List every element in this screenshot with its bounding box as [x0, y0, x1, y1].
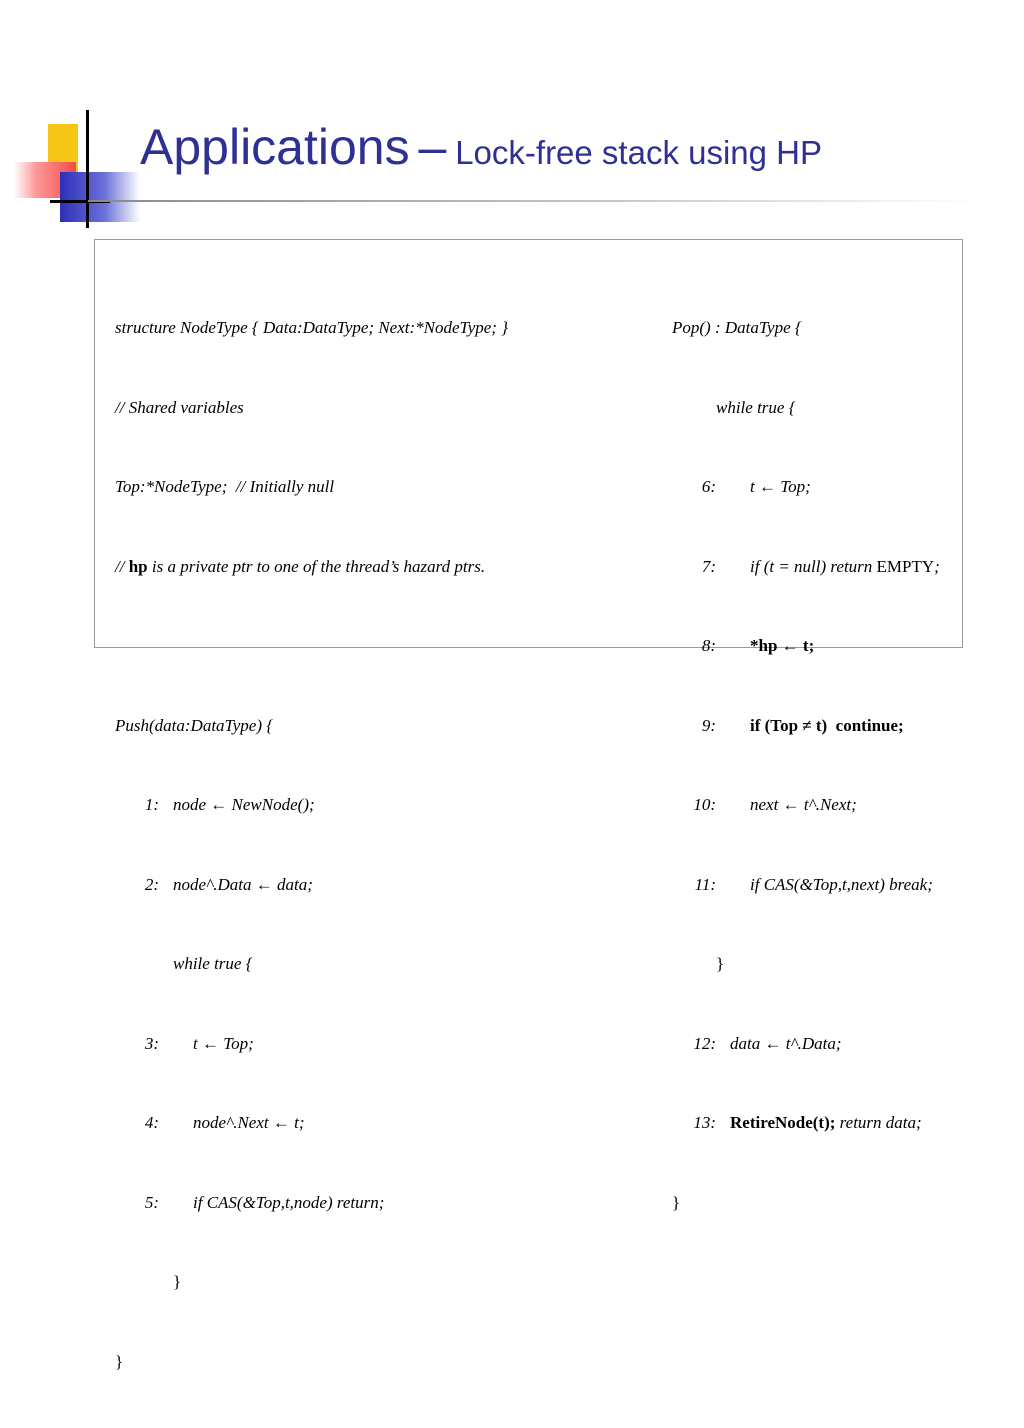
code-line-10: 10: next ← t^.Next;	[672, 792, 940, 819]
line-code-bold: RetireNode(t);	[730, 1113, 836, 1132]
code-line-13: 13: RetireNode(t); return data;	[672, 1110, 940, 1137]
code-line-push-close: }	[115, 1351, 124, 1371]
line-number: 13:	[693, 1113, 716, 1132]
decor-vertical-line	[86, 110, 89, 228]
code-line-7: 7: if (t = null) return EMPTY;	[672, 554, 940, 581]
code-line-pop-while-close: }	[716, 954, 725, 973]
code-line-shared-comment: // Shared variables	[115, 397, 244, 417]
code-line-top-decl: Top:*NodeType; // Initially null	[115, 477, 335, 496]
line-number: 12:	[693, 1033, 716, 1053]
left-code-column: structure NodeType { Data:DataType; Next…	[115, 262, 508, 1428]
right-code-column: Pop() : DataType { while true { 6: t ← To…	[672, 262, 940, 1269]
title-underline-rule	[88, 200, 978, 202]
slide-title-sub: Lock-free stack using HP	[455, 134, 823, 171]
code-line-while: while true {	[115, 951, 508, 978]
blank-line	[115, 633, 508, 660]
line-code: if CAS(&Top,t,next) break;	[750, 874, 933, 894]
line-code: next ← t^.Next;	[750, 795, 857, 814]
line-code: }	[173, 1272, 182, 1291]
hp-rest: is a private ptr to one of the thread’s …	[147, 556, 486, 576]
decor-blue-bar	[60, 172, 140, 222]
code-line-pop-close: }	[672, 1192, 681, 1212]
line-number: 11:	[694, 874, 716, 894]
code-line-struct: structure NodeType { Data:DataType; Next…	[115, 318, 509, 337]
empty-keyword: EMPTY	[876, 556, 935, 576]
code-line-4: 4: node^.Next ← t;	[115, 1110, 508, 1137]
code-line-2: 2: node^.Data ← data;	[115, 872, 508, 899]
code-line-3: 3: t ← Top;	[115, 1031, 508, 1058]
line-code: return data;	[835, 1113, 922, 1132]
code-line-12: 12: data ← t^.Data;	[672, 1031, 940, 1058]
line-number: 9:	[701, 715, 716, 735]
code-listing-box: structure NodeType { Data:DataType; Next…	[94, 239, 963, 1371]
code-line-1: 1: node ← NewNode();	[115, 792, 508, 819]
line-code: data ← t^.Data;	[730, 1033, 842, 1053]
slide-title-main: Applications	[140, 119, 410, 175]
line-number: 6:	[701, 477, 716, 496]
line-code: if (Top ≠ t) continue;	[750, 715, 904, 735]
line-code: node ← NewNode();	[173, 795, 315, 814]
hp-prefix: //	[115, 556, 129, 576]
line-code: while true {	[173, 954, 253, 973]
line-code: if (t = null) return	[750, 556, 877, 576]
code-line-pop-while: while true {	[716, 397, 796, 417]
code-line-pop-header: Pop() : DataType {	[672, 318, 802, 337]
decor-horizontal-line	[50, 200, 110, 203]
line-number: 2:	[144, 874, 159, 894]
code-line-while-close: }	[115, 1269, 508, 1296]
line-code: if CAS(&Top,t,node) return;	[193, 1192, 385, 1212]
hp-bold: hp	[128, 556, 148, 576]
slide-title: Applications – Lock-free stack using HP	[140, 118, 822, 176]
line-number: 4:	[144, 1113, 159, 1132]
line-number: 8:	[701, 636, 716, 655]
slide-title-dash: –	[418, 119, 447, 175]
code-line-11: 11: if CAS(&Top,t,next) break;	[672, 872, 940, 899]
code-line-push-header: Push(data:DataType) {	[115, 715, 274, 735]
code-line-9: 9: if (Top ≠ t) continue;	[672, 713, 940, 740]
line-number: 5:	[144, 1192, 159, 1212]
line-code: t ← Top;	[750, 477, 811, 496]
line-number: 1:	[144, 795, 159, 814]
line-number: 3:	[144, 1033, 159, 1053]
line-number: 10:	[693, 795, 716, 814]
line-code: *hp ← t;	[750, 636, 815, 655]
line-code-end: ;	[934, 556, 940, 576]
code-line-8: 8: *hp ← t;	[672, 633, 940, 660]
code-line-5: 5: if CAS(&Top,t,node) return;	[115, 1190, 508, 1217]
line-code: node^.Data ← data;	[173, 874, 313, 894]
code-line-hp-comment: // hp is a private ptr to one of the thr…	[115, 554, 508, 581]
line-number: 7:	[701, 556, 716, 576]
line-code: t ← Top;	[193, 1033, 254, 1053]
code-line-6: 6: t ← Top;	[672, 474, 940, 501]
line-code: node^.Next ← t;	[193, 1113, 305, 1132]
